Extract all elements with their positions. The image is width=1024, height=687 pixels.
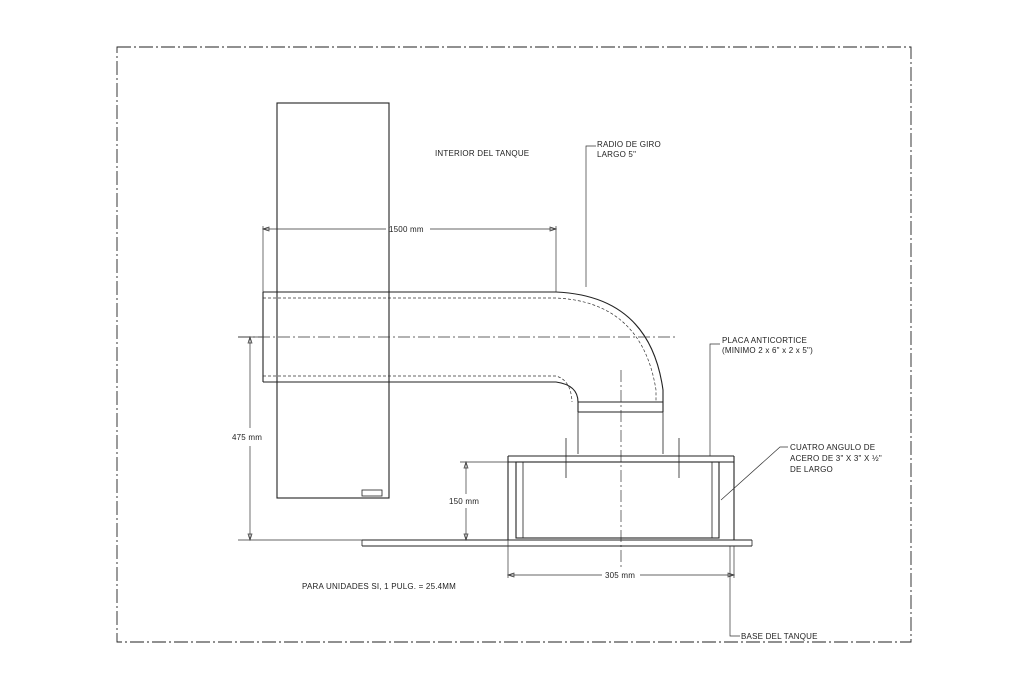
dimension-305	[506, 540, 736, 578]
suction-pipe	[262, 291, 664, 454]
leader-turn-radius	[585, 145, 596, 287]
dimension-1500	[261, 226, 558, 292]
label-angle-3: DE LARGO	[790, 465, 833, 474]
drawing-frame	[116, 46, 912, 643]
label-anti-vortex-2: (MINIMO 2 x 6" x 2 x 5")	[722, 346, 813, 355]
label-turn-radius-1: RADIO DE GIRO	[597, 140, 661, 149]
leader-anti-vortex	[709, 343, 720, 456]
dimension-475	[238, 335, 362, 542]
label-dim-475: 475 mm	[232, 433, 262, 442]
wall-foot-plate	[361, 489, 383, 497]
label-angle-2: ACERO DE 3" X 3" X ½"	[790, 454, 882, 463]
anti-vortex-support	[507, 438, 735, 540]
leader-angle	[720, 446, 788, 501]
leader-tank-base	[729, 546, 740, 637]
label-dim-1500: 1500 mm	[389, 225, 424, 234]
label-tank-interior: INTERIOR DEL TANQUE	[435, 149, 529, 158]
label-anti-vortex-1: PLACA ANTICORTICE	[722, 336, 807, 345]
label-turn-radius-2: LARGO 5"	[597, 150, 636, 159]
label-angle-1: CUATRO ANGULO DE	[790, 443, 875, 452]
tank-wall	[276, 102, 390, 499]
label-units-note: PARA UNIDADES SI, 1 PULG. = 25.4MM	[302, 582, 456, 591]
label-dim-305: 305 mm	[605, 571, 635, 580]
dimension-150	[460, 460, 508, 542]
label-tank-base: BASE DEL TANQUE	[741, 632, 818, 641]
label-dim-150: 150 mm	[449, 497, 479, 506]
tank-base	[361, 539, 753, 547]
